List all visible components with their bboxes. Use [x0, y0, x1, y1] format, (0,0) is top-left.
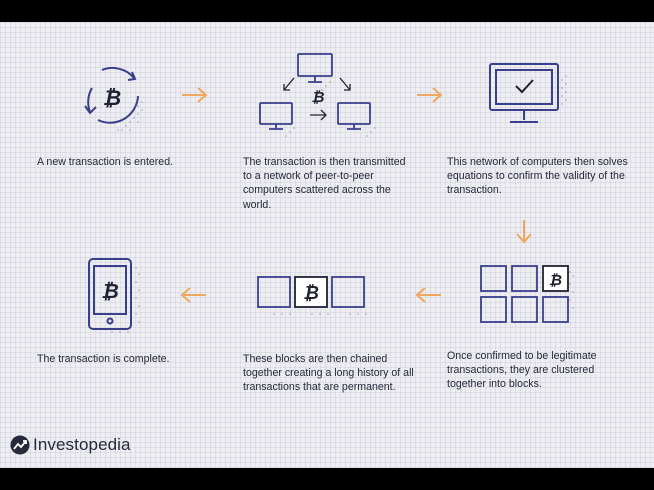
step-transmitted-caption: The transaction is then transmitted to a… [243, 156, 406, 211]
investopedia-logo-icon [10, 435, 30, 455]
brand-name: Investopedia [33, 435, 131, 454]
arrow-left-icon [180, 287, 206, 303]
svg-text:₿: ₿ [303, 283, 319, 304]
monitor-checkmark-icon [489, 63, 567, 123]
chained-blocks-icon: ₿ [257, 276, 367, 315]
investopedia-logo: Investopedia [10, 435, 131, 455]
block-grid-icon: ₿ [480, 265, 574, 323]
svg-text:₿: ₿ [101, 279, 119, 303]
bitcoin-cycle-icon: ₿ [84, 67, 143, 131]
svg-text:₿: ₿ [549, 271, 562, 289]
arrow-down-icon [516, 220, 532, 244]
computer-network-icon: ₿ [259, 53, 376, 137]
step-entered-caption: A new transaction is entered. [37, 156, 174, 168]
svg-text:₿: ₿ [311, 88, 324, 106]
step-solves-caption: This network of computers then solves eq… [447, 156, 628, 197]
svg-text:₿: ₿ [103, 86, 121, 110]
step-clustered-caption: Once confirmed to be legitimate transact… [447, 350, 597, 391]
arrow-right-icon [182, 87, 208, 103]
step-chained-caption: These blocks are then chained together c… [243, 353, 414, 394]
diagram-canvas: ₿ ₿ [0, 22, 654, 468]
smartphone-bitcoin-icon: ₿ [88, 258, 140, 333]
step-complete-caption: The transaction is complete. [37, 353, 170, 365]
arrow-left-icon [415, 287, 441, 303]
arrow-right-icon [417, 87, 443, 103]
